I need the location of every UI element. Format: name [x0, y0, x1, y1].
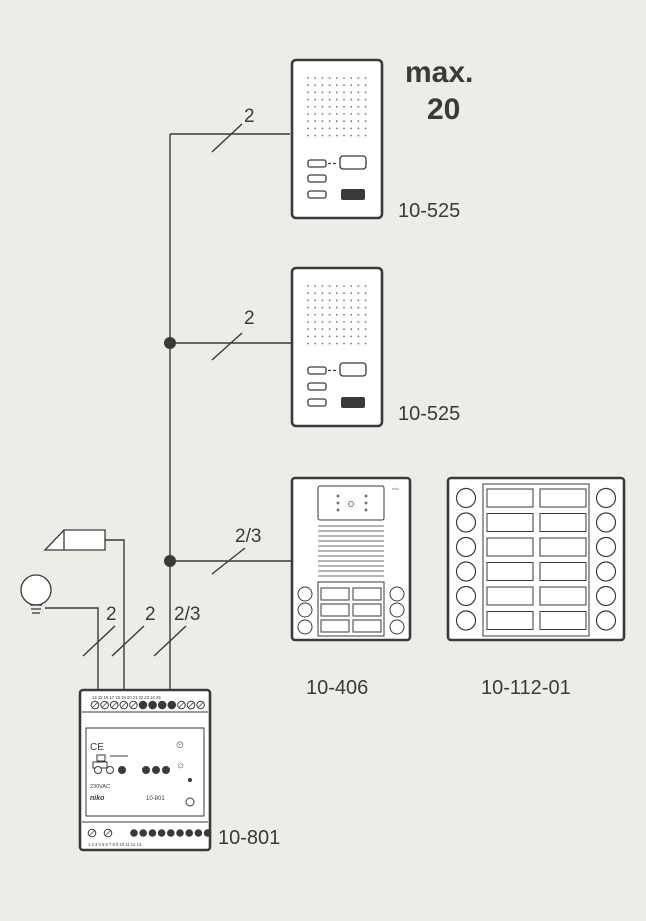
mid-terminals: [94, 766, 170, 774]
lamp-wire: [45, 607, 99, 690]
lamp-icon: [20, 574, 52, 614]
wire-label: 2: [244, 106, 255, 127]
name-buttons: [455, 487, 617, 631]
timer-icon: ⏲: [176, 740, 184, 751]
button-module-10-112-01: [446, 476, 626, 642]
panel-1-code: 10-406: [306, 677, 368, 699]
speaker-grille: [318, 525, 384, 577]
power-supply-code: 10-801: [218, 827, 280, 849]
junction-dot: [164, 337, 176, 349]
tick-indoor-2: [211, 332, 243, 361]
indoor-1-code: 10-525: [398, 200, 460, 222]
indoor-unit-2: [290, 266, 384, 428]
top-terminal-numbers: 14 15 16 17 18 19 20 21 22 23 24 25: [92, 695, 161, 700]
panel-2-code: 10-112-01: [481, 677, 571, 699]
speaker-grille: [307, 77, 367, 137]
voltage-label: 230VAC: [90, 784, 110, 790]
wire-label: 2/3: [174, 604, 200, 625]
brand-label: niko: [90, 795, 105, 802]
tick-lamp: [82, 625, 116, 657]
bottom-terminals: [87, 828, 212, 838]
ce-mark: CE: [90, 742, 104, 753]
wire-label: 2: [106, 604, 117, 625]
max-label: max.: [405, 56, 473, 89]
lock-wire: [105, 539, 125, 690]
bottom-terminal-numbers: 1 2 3 4 5 6 7 8 9 10 11 12 13: [88, 842, 142, 847]
wires: [45, 123, 292, 690]
light-timer-icon: ☼: [176, 760, 185, 771]
wire-label: 2: [145, 604, 156, 625]
tick-lock: [111, 625, 145, 657]
tick-bus: [153, 625, 187, 657]
tick-panel: [211, 547, 246, 575]
indoor-unit-1: [290, 58, 384, 220]
outdoor-panel-10-406: niko: [290, 476, 412, 642]
wire-label: 2/3: [235, 526, 261, 547]
panel-brand: niko: [392, 486, 400, 491]
inner-code: 10-801: [146, 796, 165, 802]
door-lock-icon: [43, 529, 106, 551]
junction-dot: [164, 555, 176, 567]
max-count: 20: [427, 93, 460, 126]
wire-label: 2: [244, 308, 255, 329]
speaker-grille: [307, 285, 367, 345]
top-terminals: [90, 700, 205, 710]
indoor-2-code: 10-525: [398, 403, 460, 425]
power-supply-10-801: 14 15 16 17 18 19 20 21 22 23 24 25 CE ⏲…: [78, 688, 212, 852]
tick-indoor-1: [211, 123, 243, 153]
